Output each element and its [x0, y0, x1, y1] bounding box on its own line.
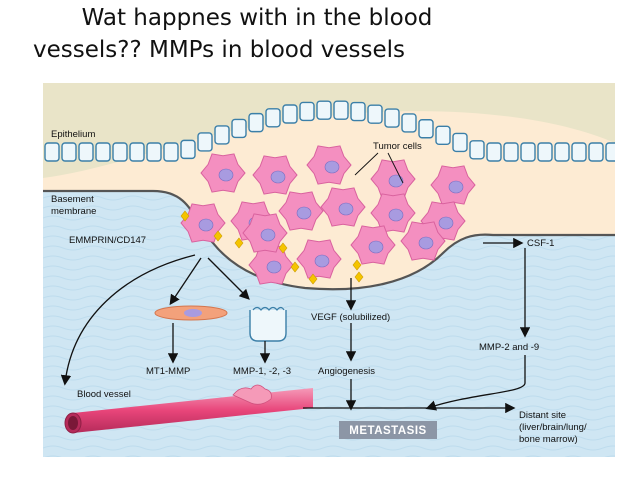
epithelial-cell	[452, 132, 468, 153]
tumor-cell	[306, 145, 352, 185]
emmprin-diamond	[278, 242, 288, 254]
epithelial-cell	[112, 142, 128, 162]
epithelial-cell	[384, 108, 400, 128]
epithelial-cell	[486, 142, 502, 162]
metastasis-box	[339, 421, 437, 439]
tumor-cell	[430, 165, 476, 205]
epithelial-cell	[248, 112, 264, 133]
epithelial-cell	[146, 142, 162, 162]
label-mmp-1-2-3: MMP-1, -2, -3	[233, 366, 291, 377]
label-blood-vessel: Blood vessel	[77, 389, 131, 400]
epithelial-cell	[163, 142, 179, 162]
tumor-cell	[200, 153, 246, 193]
epithelial-cell	[537, 142, 553, 162]
epithelial-cell	[350, 101, 366, 122]
slide-title-line-1: Wat happnes with in the blood	[81, 5, 433, 31]
epithelial-cell	[469, 140, 485, 160]
pathway-arrows	[60, 237, 531, 414]
emmprin-diamond	[290, 261, 300, 273]
epithelial-cell	[316, 100, 332, 120]
label-emmprin: EMMPRIN/CD147	[69, 235, 146, 246]
epithelial-cell	[95, 142, 111, 162]
tumor-cell	[296, 239, 342, 279]
label-tumor-cells: Tumor cells	[373, 141, 422, 152]
epithelial-cell	[333, 100, 349, 120]
tumor-cell	[350, 225, 396, 265]
tumor-label-leaders	[354, 152, 404, 184]
epithelial-cell	[180, 139, 196, 160]
emmprin-diamond	[352, 259, 362, 271]
epithelial-cell	[44, 142, 60, 162]
tumor-cell	[400, 221, 446, 261]
epithelial-cell	[299, 101, 315, 122]
label-csf1: CSF-1	[527, 238, 554, 249]
label-basement-1: Basement	[51, 194, 94, 205]
emmprin-diamond	[308, 273, 318, 285]
label-distant-1: Distant site	[519, 410, 566, 421]
fibroblast-cell	[154, 305, 228, 321]
tumor-cell	[180, 203, 226, 243]
epithelial-cell	[61, 142, 77, 162]
slide-title-line-2: vessels?? MMPs in blood vessels	[33, 37, 405, 63]
label-distant-2: (liver/brain/lung/	[519, 422, 587, 433]
tumor-cell	[242, 213, 288, 253]
epithelial-cell	[435, 125, 451, 146]
emmprin-diamond	[213, 230, 223, 242]
epithelial-cells	[44, 100, 615, 162]
epithelial-cell	[265, 108, 281, 128]
epithelial-cell	[503, 142, 519, 162]
epithelial-cell	[197, 132, 213, 152]
epithelial-cell	[571, 142, 587, 162]
epithelial-cell	[401, 113, 417, 133]
emmprin-diamond	[234, 237, 244, 249]
epithelial-cell	[231, 118, 247, 139]
tumor-cell-cluster	[180, 145, 476, 285]
tumor-cell	[278, 191, 324, 231]
label-vegf: VEGF (solubilized)	[311, 312, 390, 323]
epithelial-cell	[129, 142, 145, 162]
emmprin-markers	[180, 210, 364, 285]
epithelial-cell	[418, 119, 434, 139]
emmprin-diamond	[354, 271, 364, 283]
epithelial-cell	[520, 142, 536, 162]
label-distant-3: bone marrow)	[519, 434, 578, 445]
epithelial-cell	[605, 142, 615, 162]
label-epithelium: Epithelium	[51, 129, 95, 140]
tumor-cell	[252, 155, 298, 195]
stromal-cell	[249, 306, 287, 342]
blood-vessel	[64, 384, 313, 434]
epithelial-cell	[588, 142, 604, 162]
label-angiogenesis: Angiogenesis	[318, 366, 375, 377]
epithelial-cell	[367, 104, 383, 124]
label-basement-2: membrane	[51, 206, 96, 217]
metastasis-label: METASTASIS	[349, 425, 426, 437]
epithelial-cell	[282, 104, 298, 124]
epithelial-cell	[78, 142, 94, 162]
label-mt1-mmp: MT1-MMP	[146, 366, 190, 377]
label-mmp-2-9: MMP-2 and -9	[479, 342, 539, 353]
tumor-cell	[370, 193, 416, 233]
emmprin-diamond	[180, 210, 190, 222]
mmp-diagram: METASTASIS Epithelium Tumor cells Baseme…	[43, 83, 615, 457]
epithelial-cell	[214, 125, 230, 145]
epithelial-cell	[554, 142, 570, 162]
tumor-cell	[320, 187, 366, 227]
